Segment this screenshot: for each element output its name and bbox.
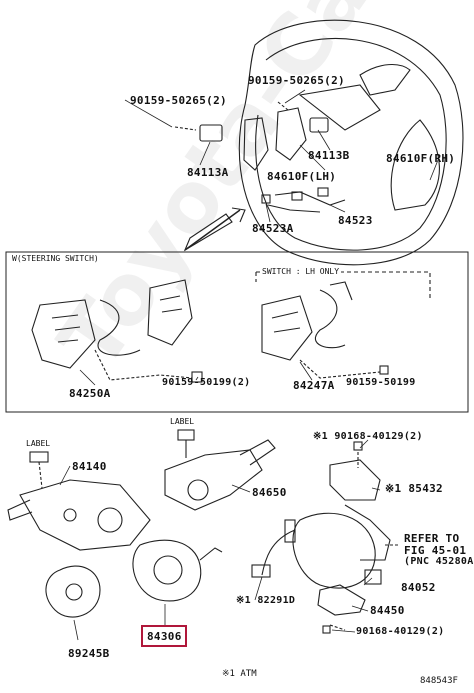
part-84052-label: 84052 [401, 581, 436, 594]
harness-label: 84523 [338, 214, 373, 227]
screw-bottom-label: 90168-40129(2) [356, 626, 445, 637]
footnote: ※1 ATM [222, 669, 257, 679]
figure-code: 848543F [420, 676, 458, 686]
bracket-left-label: 84113A [187, 166, 229, 179]
paddle-rh-label: 84610F(RH) [386, 152, 456, 165]
turn-switch-label: 84650 [252, 486, 287, 499]
switch-a-label: 84250A [69, 387, 111, 400]
column-drawing [7, 429, 400, 634]
spiral-cable-label-highlighted[interactable]: 84306 [141, 625, 187, 647]
screw-a-label: 90159-50199(2) [162, 377, 251, 388]
bracket-right-label: 84113B [308, 149, 350, 162]
screw-top-label: ※1 90168-40129(2) [313, 431, 423, 442]
steering-wheel-drawing [174, 19, 464, 266]
screw-b-label: 90159-50199 [346, 377, 416, 388]
steering-switch-box [5, 251, 469, 413]
part-84450-label: 84450 [370, 604, 405, 617]
switch-b-label: 84247A [293, 379, 335, 392]
refer-line-2: FIG 45-01 [404, 544, 467, 557]
sensor-label: 89245B [68, 647, 110, 660]
harness-a-label: 84523A [252, 222, 294, 235]
refer-line-3: (PNC 45280A) [404, 556, 474, 567]
steering-switch-drawing [31, 279, 389, 383]
switch-lh-only-note: SWITCH : LH ONLY [260, 267, 342, 276]
cover-label: ※1 85432 [385, 482, 443, 495]
paddle-lh-label: 84610F(LH) [267, 170, 337, 183]
refer-line-1: REFER TO [404, 532, 460, 545]
steering-switch-title: W(STEERING SWITCH) [12, 254, 99, 263]
harness-lower-label: ※1 82291D [236, 595, 296, 606]
label-tag-right: LABEL [170, 417, 195, 426]
wiper-switch-label: 84140 [72, 460, 107, 473]
screw-label-right: 90159-50265(2) [248, 74, 345, 87]
leader-lines [59, 89, 441, 641]
screw-label-left: 90159-50265(2) [130, 94, 227, 107]
label-tag-left: LABEL [26, 439, 51, 448]
